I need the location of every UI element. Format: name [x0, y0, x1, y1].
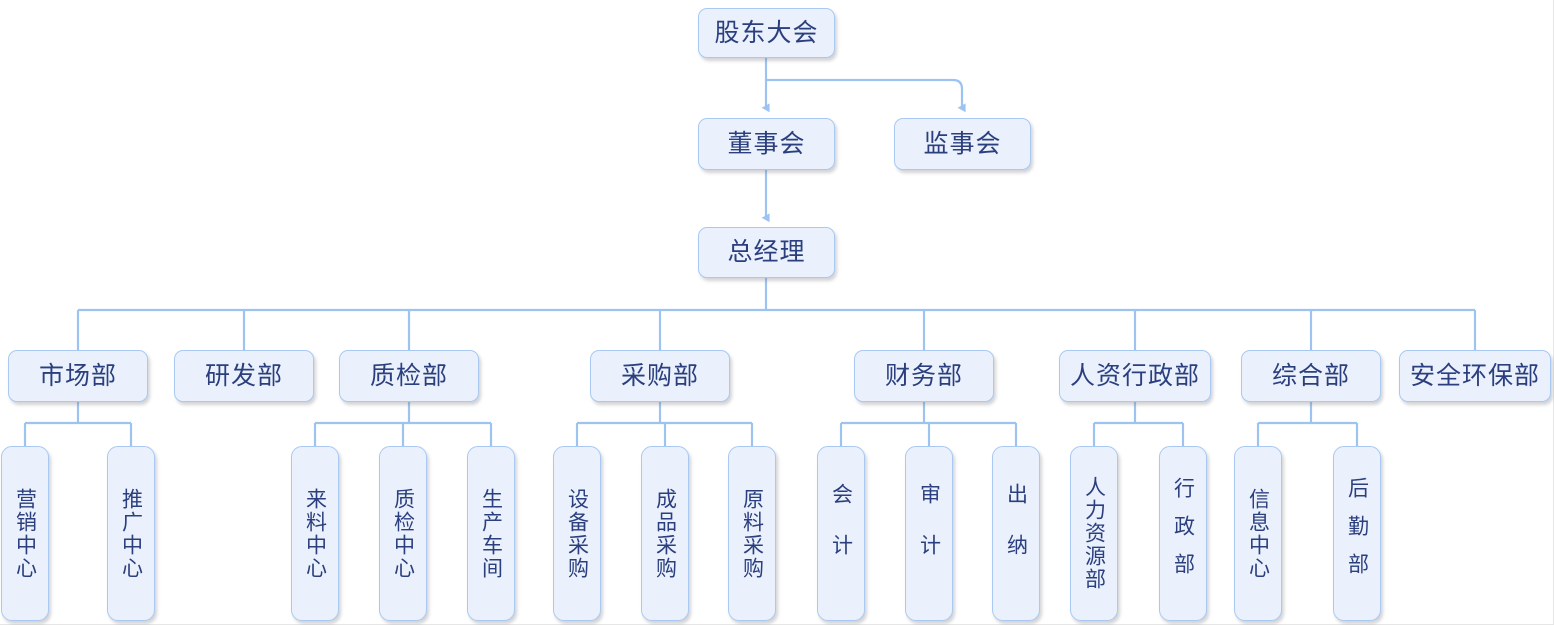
node-sales-center[interactable]: 营销中心 [1, 446, 49, 621]
node-production-workshop[interactable]: 生产车间 [467, 446, 515, 621]
node-department-safety-environment[interactable]: 安全环保部 [1399, 350, 1551, 402]
node-logistics[interactable]: 后勤部 [1333, 446, 1381, 621]
node-raw-material-purchase[interactable]: 原料采购 [728, 446, 776, 621]
node-promotion-center[interactable]: 推广中心 [107, 446, 155, 621]
node-general-manager[interactable]: 总经理 [698, 227, 835, 278]
node-department-general-affairs[interactable]: 综合部 [1241, 350, 1381, 402]
node-department-rd[interactable]: 研发部 [174, 350, 314, 402]
node-board-of-directors[interactable]: 董事会 [698, 118, 835, 170]
node-accounting[interactable]: 会计 [817, 446, 865, 621]
node-equipment-purchase[interactable]: 设备采购 [553, 446, 601, 621]
node-quality-inspection-center[interactable]: 质检中心 [379, 446, 427, 621]
node-incoming-material-center[interactable]: 来料中心 [291, 446, 339, 621]
node-finished-goods-purchase[interactable]: 成品采购 [641, 446, 689, 621]
node-department-hr-admin[interactable]: 人资行政部 [1059, 350, 1211, 402]
node-department-marketing[interactable]: 市场部 [8, 350, 148, 402]
node-audit[interactable]: 审计 [905, 446, 953, 621]
node-administration[interactable]: 行政部 [1159, 446, 1207, 621]
node-department-finance[interactable]: 财务部 [854, 350, 994, 402]
node-information-center[interactable]: 信息中心 [1234, 446, 1282, 621]
node-board-of-supervisors[interactable]: 监事会 [894, 118, 1031, 170]
node-department-qc[interactable]: 质检部 [339, 350, 479, 402]
node-human-resources[interactable]: 人力资源部 [1070, 446, 1118, 621]
node-shareholders[interactable]: 股东大会 [698, 8, 835, 58]
node-cashier[interactable]: 出纳 [992, 446, 1040, 621]
node-department-purchasing[interactable]: 采购部 [590, 350, 730, 402]
